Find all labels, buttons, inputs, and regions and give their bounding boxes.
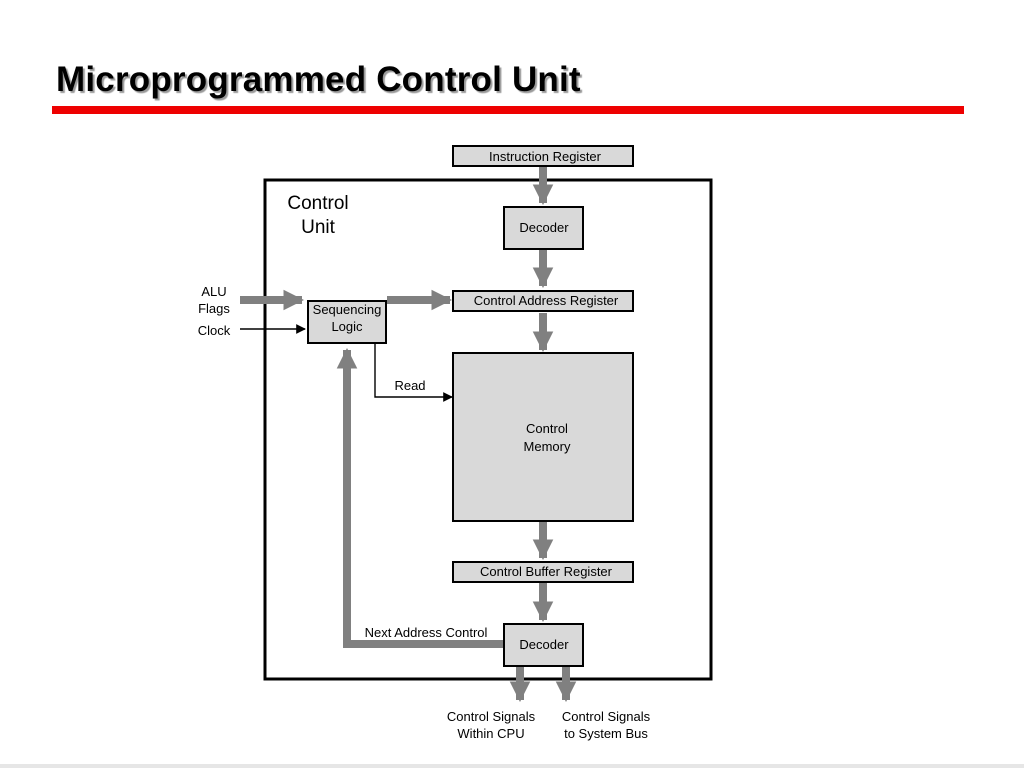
alu-label: ALU xyxy=(201,284,226,299)
control-unit-label-line1: Control xyxy=(287,193,348,214)
control-buffer-register-label: Control Buffer Register xyxy=(480,564,613,579)
control-buffer-register-box xyxy=(452,561,634,583)
signals-bus-label-line1: Control Signals xyxy=(562,709,651,724)
arrow-read xyxy=(374,343,453,402)
control-address-register-label: Control Address Register xyxy=(474,293,619,308)
instruction-register-label: Instruction Register xyxy=(489,149,602,164)
next-address-control-label: Next Address Control xyxy=(365,625,488,640)
instruction-register-box xyxy=(452,145,634,167)
footer-rule xyxy=(0,764,1024,768)
data-path-arrows xyxy=(240,166,577,703)
title-underline xyxy=(52,106,964,114)
decoder-bottom-label: Decoder xyxy=(519,637,569,652)
decoder-top-label: Decoder xyxy=(519,220,569,235)
signals-cpu-label-line2: Within CPU xyxy=(457,726,524,741)
slide-title: Microprogrammed Control Unit xyxy=(56,60,581,99)
read-label: Read xyxy=(394,378,425,393)
flags-label: Flags xyxy=(198,301,230,316)
decoder-bottom-box xyxy=(503,623,584,667)
control-unit-label-line2: Unit xyxy=(301,217,336,238)
sequencing-logic-label-line1: Sequencing xyxy=(313,302,382,317)
signals-bus-label-line2: to System Bus xyxy=(564,726,648,741)
control-arrows xyxy=(240,324,453,402)
decoder-top-box xyxy=(503,206,584,250)
arrow-next-address-control xyxy=(336,347,503,648)
control-address-register-box xyxy=(452,290,634,312)
sequencing-logic-box xyxy=(307,300,387,344)
signals-cpu-label-line1: Control Signals xyxy=(447,709,536,724)
control-memory-label-line2: Memory xyxy=(524,439,571,454)
control-unit-frame xyxy=(263,178,713,681)
control-memory-box xyxy=(452,352,634,522)
clock-label: Clock xyxy=(198,323,231,338)
sequencing-logic-label-line2: Logic xyxy=(331,319,363,334)
control-memory-label-line1: Control xyxy=(526,421,568,436)
